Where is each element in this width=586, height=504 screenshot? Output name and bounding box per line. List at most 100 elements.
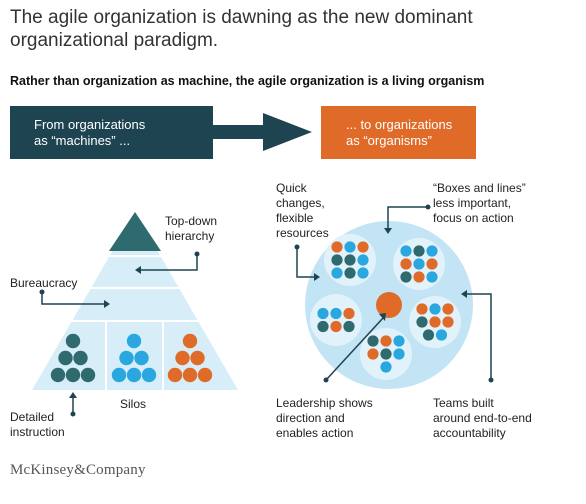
team-cell-1-dot bbox=[331, 241, 343, 253]
detailed-line1: Detailed bbox=[10, 410, 55, 424]
detailed-line2: instruction bbox=[10, 425, 65, 439]
team-cell-1-dot bbox=[344, 267, 356, 279]
team-cell-4-dot bbox=[429, 303, 441, 315]
team-cell-4-dot bbox=[416, 316, 428, 328]
silo-2-dot bbox=[134, 350, 149, 366]
silo-3-dot bbox=[175, 350, 190, 366]
team-cell-2-dot bbox=[400, 245, 412, 257]
silo-3-dot bbox=[197, 367, 213, 383]
team-cell-5-dot bbox=[380, 348, 392, 360]
team-cell-5-dot bbox=[393, 335, 405, 347]
to-organisms-box: ... to organizations as “organisms” bbox=[321, 106, 476, 159]
label-boxes-and-lines: “Boxes and lines” less important, focus … bbox=[433, 181, 526, 226]
to-box-line1: ... to organizations bbox=[346, 117, 453, 132]
pyramid-top-hierarchy bbox=[109, 212, 161, 251]
quick-line3: flexible bbox=[276, 211, 314, 225]
label-bureaucracy: Bureaucracy bbox=[10, 276, 78, 290]
label-silos: Silos bbox=[120, 397, 147, 411]
label-quick-changes: Quick changes, flexible resources bbox=[276, 181, 329, 241]
silo-2-dot bbox=[126, 367, 142, 383]
transition-arrow bbox=[213, 113, 312, 151]
page-title: The agile organization is dawning as the… bbox=[10, 7, 473, 51]
from-machines-box: From organizations as “machines” ... bbox=[10, 106, 213, 159]
team-cell-1-dot bbox=[331, 254, 343, 266]
silo-2-dot bbox=[119, 350, 134, 366]
team-cell-2-dot bbox=[413, 258, 425, 270]
silo-2-dot bbox=[126, 333, 142, 349]
pyramid-callouts bbox=[41, 254, 198, 414]
team-cell-1-dot bbox=[357, 254, 369, 266]
from-box-line1: From organizations bbox=[34, 117, 146, 132]
team-cell-2-dot bbox=[413, 271, 425, 283]
team-cell-3-dot bbox=[343, 320, 355, 333]
team-cell-3-dot bbox=[317, 320, 329, 333]
team-cell-5-dot bbox=[367, 348, 379, 360]
leader-dot bbox=[376, 292, 402, 318]
pyramid bbox=[32, 212, 238, 390]
team-cell-3-dot bbox=[317, 307, 329, 320]
teams-line2: around end-to-end bbox=[433, 411, 532, 425]
teams-line1: Teams built bbox=[433, 396, 494, 410]
team-cell-2-dot bbox=[400, 258, 412, 270]
team-cell-2-dot bbox=[426, 271, 438, 283]
label-leadership: Leadership shows direction and enables a… bbox=[276, 396, 373, 441]
silo-3-dot bbox=[190, 350, 205, 366]
boxes-line3: focus on action bbox=[433, 211, 514, 225]
top-down-line2: hierarchy bbox=[165, 229, 215, 243]
team-cell-2-dot bbox=[400, 271, 412, 283]
to-box-line2: as “organisms” bbox=[346, 133, 432, 148]
team-cell-1-dot bbox=[344, 254, 356, 266]
team-cell-1-dot bbox=[331, 267, 343, 279]
silo-2-dot bbox=[111, 367, 127, 383]
team-cell-3-dot bbox=[330, 307, 342, 320]
team-cell-2-dot bbox=[426, 245, 438, 257]
team-cell-5-dot bbox=[367, 335, 379, 347]
team-cell-5-dot bbox=[380, 335, 392, 347]
team-cell-4-dot bbox=[442, 316, 454, 328]
boxes-line1: “Boxes and lines” bbox=[433, 181, 526, 195]
silo-3-dot bbox=[182, 333, 198, 349]
silo-1-dot bbox=[80, 367, 96, 383]
team-cell-1-dot bbox=[357, 267, 369, 279]
team-cell-3 bbox=[310, 294, 362, 346]
team-cell-5-dot bbox=[393, 348, 405, 360]
label-teams-built: Teams built around end-to-end accountabi… bbox=[433, 396, 532, 441]
leadership-line1: Leadership shows bbox=[276, 396, 373, 410]
silo-2-dot bbox=[141, 367, 157, 383]
silo-1-dot bbox=[73, 350, 88, 366]
team-cell-1-dot bbox=[344, 241, 356, 253]
label-top-down-hierarchy: Top-down hierarchy bbox=[165, 214, 217, 244]
boxes-line2: less important, bbox=[433, 196, 512, 210]
silo-1-dot bbox=[50, 367, 66, 383]
leadership-line2: direction and bbox=[276, 411, 345, 425]
subtitle: Rather than organization as machine, the… bbox=[10, 74, 485, 88]
team-cell-3-dot bbox=[343, 307, 355, 320]
team-cell-4-dot bbox=[429, 316, 441, 328]
silo-1-dot bbox=[58, 350, 73, 366]
from-box-line2: as “machines” ... bbox=[34, 133, 131, 148]
quick-line2: changes, bbox=[276, 196, 325, 210]
silo-3-dot bbox=[167, 367, 183, 383]
top-down-line1: Top-down bbox=[165, 214, 218, 228]
team-cell-4-dot bbox=[435, 329, 448, 341]
team-cell-3-dot bbox=[330, 320, 342, 333]
team-cell-2-dot bbox=[413, 245, 425, 257]
leadership-line3: enables action bbox=[276, 426, 354, 440]
team-cell-2-dot bbox=[426, 258, 438, 270]
mckinsey-logo: McKinsey&Company bbox=[10, 462, 146, 478]
quick-line4: resources bbox=[276, 226, 329, 240]
team-cell-5-dot bbox=[380, 361, 392, 373]
label-detailed-instruction: Detailed instruction bbox=[10, 410, 65, 440]
organism bbox=[305, 221, 473, 389]
team-cell-4-dot bbox=[416, 303, 428, 315]
silo-1-dot bbox=[65, 367, 81, 383]
team-cell-4-dot bbox=[442, 303, 454, 315]
quick-line1: Quick bbox=[276, 181, 307, 195]
teams-line3: accountability bbox=[433, 426, 506, 440]
organism-callouts bbox=[296, 206, 492, 381]
team-cell-1-dot bbox=[357, 241, 369, 253]
silo-3-dot bbox=[182, 367, 198, 383]
silo-1-dot bbox=[65, 333, 81, 349]
team-cell-4-dot bbox=[422, 329, 435, 341]
